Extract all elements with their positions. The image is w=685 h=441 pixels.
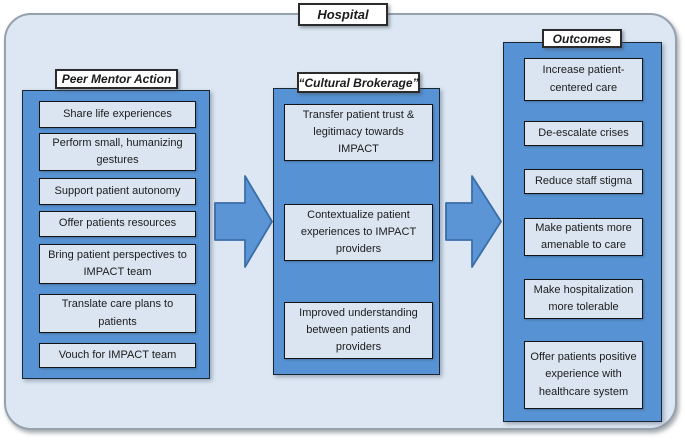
flow-arrow-icon xyxy=(214,173,274,270)
flow-arrow-icon xyxy=(445,173,503,270)
outcomes-box: Reduce staff stigma xyxy=(524,169,643,194)
cultural-brokerage-box: Improved understanding between patients … xyxy=(284,302,433,359)
right-block-arrow-icon xyxy=(214,175,273,268)
peer-mentor-action-box: Translate care plans to patients xyxy=(39,294,196,333)
outcomes-header-text: Outcomes xyxy=(552,31,612,46)
outcomes-box: Make hospitalization more tolerable xyxy=(524,279,643,319)
peer-mentor-action-box: Perform small, humanizing gestures xyxy=(39,133,196,172)
outcomes-box: Make patients more amenable to care xyxy=(524,218,643,257)
peer-mentor-action-box: Offer patients resources xyxy=(39,211,196,237)
outcomes-container: Increase patient-centered care De-escala… xyxy=(503,42,662,422)
hospital-label: Hospital xyxy=(298,3,388,26)
cultural-brokerage-header: “Cultural Brokerage” xyxy=(297,72,420,93)
outcomes-box: De-escalate crises xyxy=(524,121,643,146)
outcomes-box: Offer patients positive experience with … xyxy=(524,341,643,409)
cultural-brokerage-box: Transfer patient trust & legitimacy towa… xyxy=(284,104,433,161)
peer-mentor-action-box: Support patient autonomy xyxy=(39,178,196,205)
right-block-arrow-icon xyxy=(445,175,502,268)
cultural-brokerage-header-text: “Cultural Brokerage” xyxy=(298,75,419,90)
cultural-brokerage-container: Transfer patient trust & legitimacy towa… xyxy=(273,88,440,375)
hospital-label-text: Hospital xyxy=(317,7,369,22)
peer-mentor-action-box: Bring patient perspectives to IMPACT tea… xyxy=(39,244,196,284)
peer-mentor-action-container: Share life experiences Perform small, hu… xyxy=(22,90,210,379)
outcomes-header: Outcomes xyxy=(542,29,622,48)
peer-mentor-action-header: Peer Mentor Action xyxy=(55,69,178,89)
cultural-brokerage-box: Contextualize patient experiences to IMP… xyxy=(284,204,433,261)
peer-mentor-action-header-text: Peer Mentor Action xyxy=(61,72,172,86)
peer-mentor-action-box: Share life experiences xyxy=(39,101,196,128)
peer-mentor-action-box: Vouch for IMPACT team xyxy=(39,343,196,368)
outcomes-box: Increase patient-centered care xyxy=(524,58,643,101)
